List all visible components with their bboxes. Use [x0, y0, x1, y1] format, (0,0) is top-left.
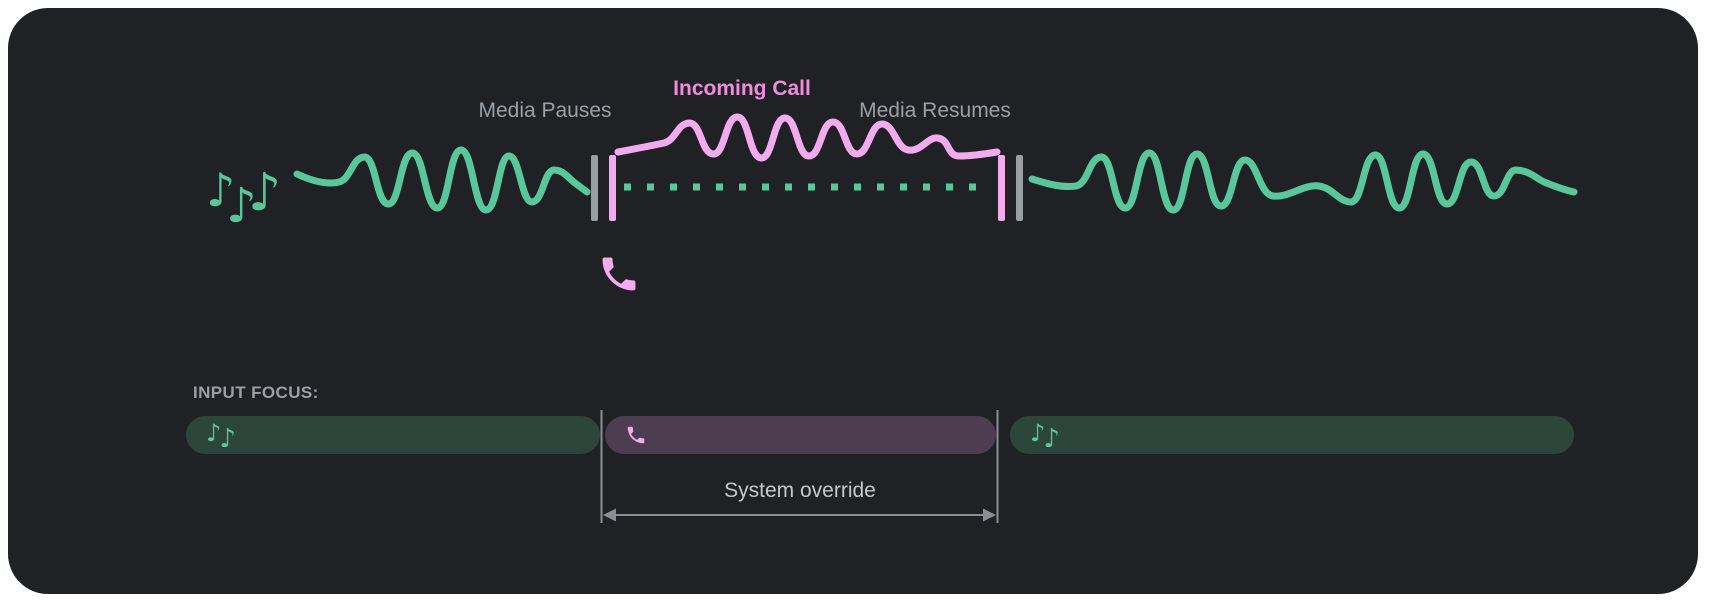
phone-icon	[625, 424, 647, 446]
focus-bar-media-before: ♪♪	[186, 416, 600, 454]
call-wave	[614, 113, 1001, 162]
resume-marker-gray	[1016, 155, 1023, 221]
music-notes-icon: ♪ ♪ ♪	[206, 163, 281, 234]
media-resumes-label: Media Resumes	[859, 99, 1011, 122]
focus-bar-call	[605, 416, 996, 454]
media-wave-right	[1028, 149, 1578, 214]
override-arrow	[603, 508, 996, 522]
phone-icon	[602, 257, 636, 291]
resume-marker-pink	[998, 155, 1005, 221]
input-focus-label: INPUT FOCUS:	[193, 383, 319, 402]
pause-marker-pink	[609, 155, 616, 221]
music-notes-icon: ♪♪	[1030, 419, 1060, 454]
system-override-label: System override	[724, 479, 876, 502]
music-notes-icon: ♪♪	[206, 419, 236, 454]
media-card	[8, 8, 1698, 594]
svg-text:♪: ♪	[248, 163, 281, 223]
pause-marker-gray	[591, 155, 598, 221]
media-wave-left	[293, 146, 591, 214]
svg-text:♪: ♪	[206, 163, 235, 217]
focus-bar-media-after: ♪♪	[1010, 416, 1574, 454]
media-pauses-label: Media Pauses	[478, 99, 612, 122]
svg-text:♪: ♪	[226, 178, 257, 234]
incoming-call-label: Incoming Call	[673, 77, 811, 100]
